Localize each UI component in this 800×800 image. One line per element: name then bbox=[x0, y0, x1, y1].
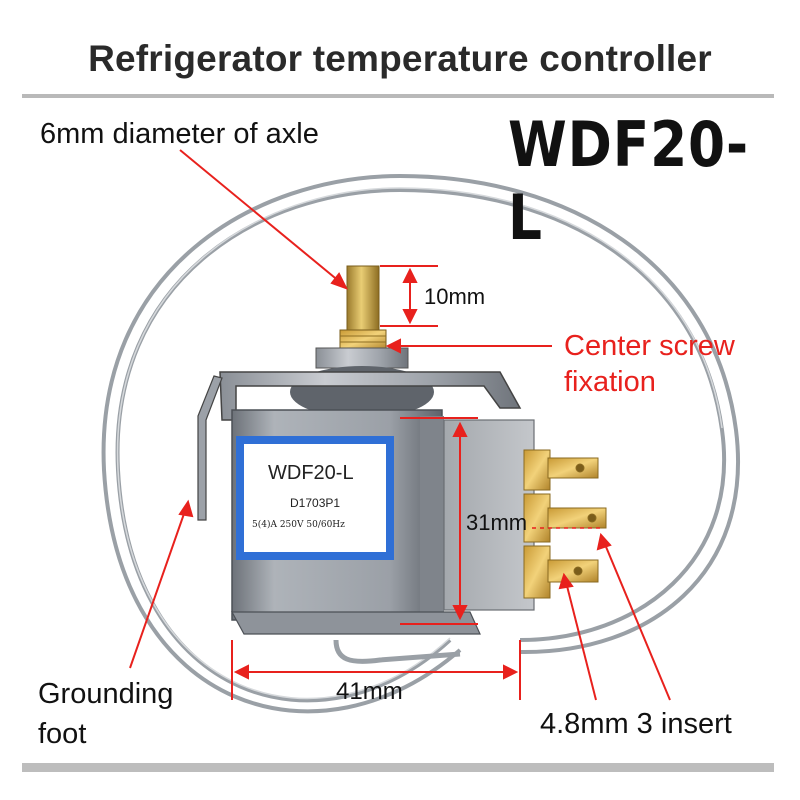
page-title: Refrigerator temperature controller bbox=[88, 38, 712, 79]
shaft-length-label: 10mm bbox=[424, 284, 486, 309]
sticker-rating: 5(4)A 250V 50/60Hz bbox=[252, 520, 345, 530]
bottom-divider bbox=[22, 763, 774, 772]
capillary-tube bbox=[101, 173, 740, 714]
shaft-nut bbox=[339, 329, 387, 351]
height-label: 31mm bbox=[466, 510, 528, 535]
grounding-label-line1: Grounding bbox=[38, 678, 174, 710]
label-sticker bbox=[236, 436, 394, 560]
insert-label: 4.8mm 3 insert bbox=[540, 708, 732, 740]
mount-nut bbox=[315, 347, 409, 369]
title-divider bbox=[22, 94, 774, 98]
model-heading: WDF20-L bbox=[508, 108, 749, 254]
sticker-model: WDF20-L bbox=[268, 462, 354, 484]
shaft bbox=[346, 265, 380, 333]
annotation-lines bbox=[129, 149, 671, 701]
mount-bracket bbox=[219, 371, 522, 421]
sticker-code: D1703P1 bbox=[290, 496, 341, 510]
terminals bbox=[523, 449, 607, 599]
center-screw-label-line2: fixation bbox=[564, 366, 656, 398]
grounding-foot bbox=[197, 375, 223, 521]
width-label: 41mm bbox=[336, 678, 403, 705]
grounding-label-line2: foot bbox=[38, 718, 87, 750]
center-screw-label-line1: Center screw bbox=[564, 330, 735, 362]
axle-label: 6mm diameter of axle bbox=[40, 118, 319, 150]
